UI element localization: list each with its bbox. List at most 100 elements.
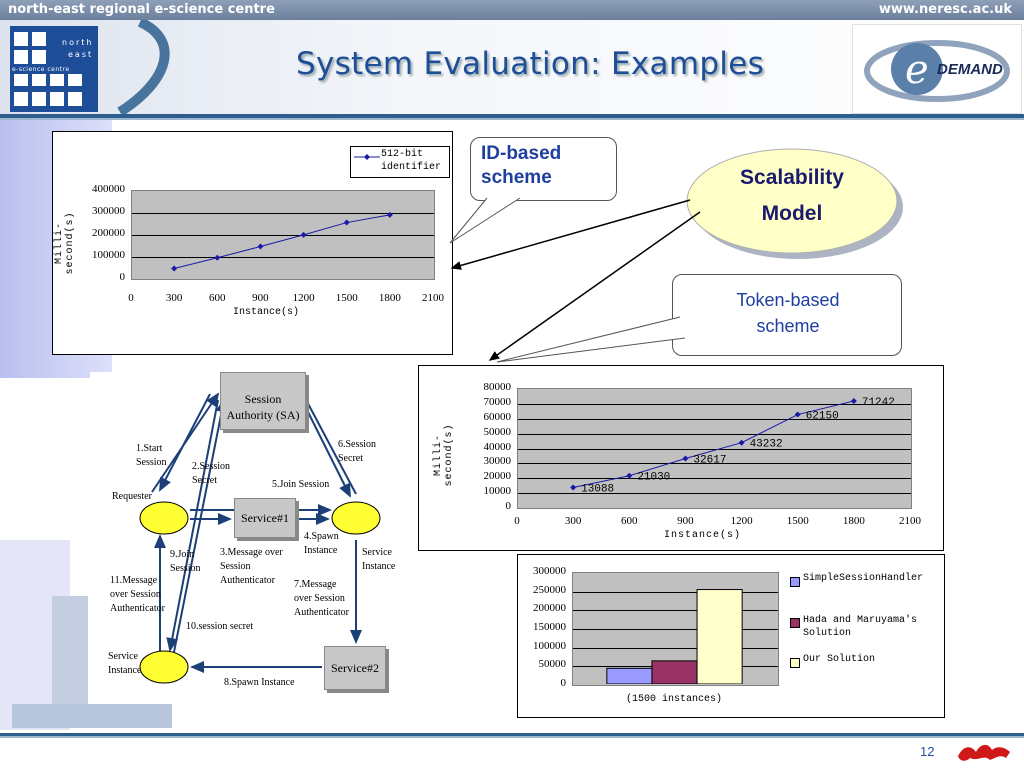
x-tick-label: 1200: [292, 292, 315, 304]
y-tick-label: 70000: [483, 395, 512, 408]
data-label: 32617: [693, 454, 726, 466]
token-based-callout: Token-based scheme: [672, 274, 902, 356]
bar-2: [696, 589, 743, 685]
data-label: 13088: [581, 484, 614, 496]
data-label: 21030: [637, 472, 670, 484]
y-tick-label: 200000: [533, 602, 566, 615]
gridline: [573, 610, 778, 612]
y-tick-label: 200000: [92, 227, 125, 239]
data-point: [682, 455, 689, 462]
id-based-callout-text: ID-based scheme: [481, 143, 562, 188]
gridline: [573, 647, 778, 649]
y-tick-label: 100000: [533, 639, 566, 652]
service1-box: Service#1: [234, 498, 296, 538]
x-tick-label: 0: [128, 292, 134, 304]
edemand-label: DEMAND: [937, 61, 1003, 78]
y-tick-label: 0: [119, 271, 126, 283]
series-line: [174, 214, 390, 270]
data-point: [171, 265, 178, 272]
legend-swatch-ours: [790, 658, 800, 668]
y-tick-label: 100000: [92, 249, 125, 261]
label-message-7: 7.Message over Session Authenticator: [294, 579, 349, 618]
website-link[interactable]: www.neresc.ac.uk: [878, 2, 1012, 17]
logo-word-east: east: [68, 50, 94, 59]
scalability-arrow-to-chart1: [450, 199, 691, 270]
y-tick-label: 50000: [483, 425, 512, 438]
label-message-11: 11.Message over Session Authenticator: [110, 575, 165, 614]
session-diagram: Session Authority (SA) Service#1 Service…: [90, 372, 410, 702]
y-tick-label: 300000: [533, 565, 566, 577]
requester-node: [139, 501, 189, 535]
service1-label: Service#1: [241, 511, 289, 525]
legend-swatch-simple: [790, 577, 800, 587]
scalability-model-label: Scalability Model: [740, 166, 844, 225]
x-tick-label: 1800: [842, 515, 865, 527]
header-swoosh: [117, 20, 170, 114]
data-point: [570, 484, 577, 491]
gridline: [518, 448, 911, 450]
y-tick-label: 80000: [483, 381, 512, 393]
nesc-logo-grid: [14, 32, 82, 106]
slide-title: System Evaluation: Examples: [295, 46, 765, 82]
edemand-logo: e DEMAND: [852, 24, 1022, 114]
edemand-swirl-icon: e: [864, 40, 1010, 102]
session-authority-box: Session Authority (SA): [220, 372, 306, 430]
token-chart-plot-area: [517, 388, 912, 509]
gridline: [573, 629, 778, 630]
header-rule-light: [0, 118, 1024, 120]
x-tick-label: 1800: [378, 292, 401, 304]
id-based-chart: Milli-second(s) Instance(s) 512-bit iden…: [52, 131, 453, 355]
top-banner: north-east regional e-science centre www…: [0, 0, 1024, 20]
data-point: [343, 219, 350, 226]
legend-line-marker-icon: [354, 154, 380, 160]
x-tick-label: 600: [209, 292, 226, 304]
data-point: [794, 411, 801, 418]
legend-swatch-hada: [790, 618, 800, 628]
y-tick-label: 20000: [483, 470, 512, 483]
bar-series: [606, 589, 743, 685]
y-tick-label: 50000: [538, 658, 567, 671]
gridline: [518, 433, 911, 435]
scalability-ellipse: [686, 148, 903, 259]
label-spawn-4: 4.Spawn Instance: [304, 531, 339, 556]
logo-word-north: north: [62, 38, 94, 47]
y-tick-label: 150000: [533, 621, 566, 633]
bar-chart-category-label: (1500 instances): [626, 694, 723, 705]
x-tick-label: 1200: [730, 515, 753, 527]
label-secret-10: 10.session secret: [186, 621, 254, 632]
nesc-logo: north east e-science centre: [10, 26, 98, 112]
footer-rule: [0, 733, 1024, 736]
data-point: [626, 472, 633, 479]
label-join-5: 5.Join Session: [272, 479, 330, 490]
data-label: 62150: [806, 411, 839, 423]
label-start-session: 1.Start Session: [136, 443, 167, 468]
requester-label: Requester: [112, 491, 152, 502]
data-point: [300, 231, 307, 238]
red-dragon-icon: [958, 744, 1010, 761]
x-tick-label: 0: [514, 515, 520, 527]
x-tick-label: 300: [564, 515, 582, 527]
id-chart-xlabel: Instance(s): [233, 307, 300, 318]
series-line: [573, 400, 854, 489]
x-tick-label: 1500: [335, 292, 358, 304]
footer-rule-light: [0, 736, 1024, 738]
legend-label-hada: Hada and Maruyama's Solution: [803, 615, 918, 639]
gridline: [518, 418, 911, 420]
deco-square-3: [12, 704, 172, 728]
session-diagram-arrows: [139, 392, 381, 684]
x-tick-label: 600: [621, 515, 638, 527]
y-tick-label: 400000: [92, 183, 125, 195]
label-message-3: 3.Message over Session Authenticator: [220, 547, 283, 586]
gridline: [132, 235, 434, 236]
id-chart-legend-label: 512-bit identifier: [381, 149, 442, 173]
data-label: 71242: [862, 397, 895, 409]
scalability-arrow-to-chart2: [488, 211, 701, 361]
y-tick-label: 60000: [483, 410, 512, 423]
y-tick-label: 250000: [533, 583, 566, 596]
id-chart-plot-area: [131, 190, 435, 280]
data-point: [214, 254, 221, 261]
gridline: [573, 591, 778, 593]
